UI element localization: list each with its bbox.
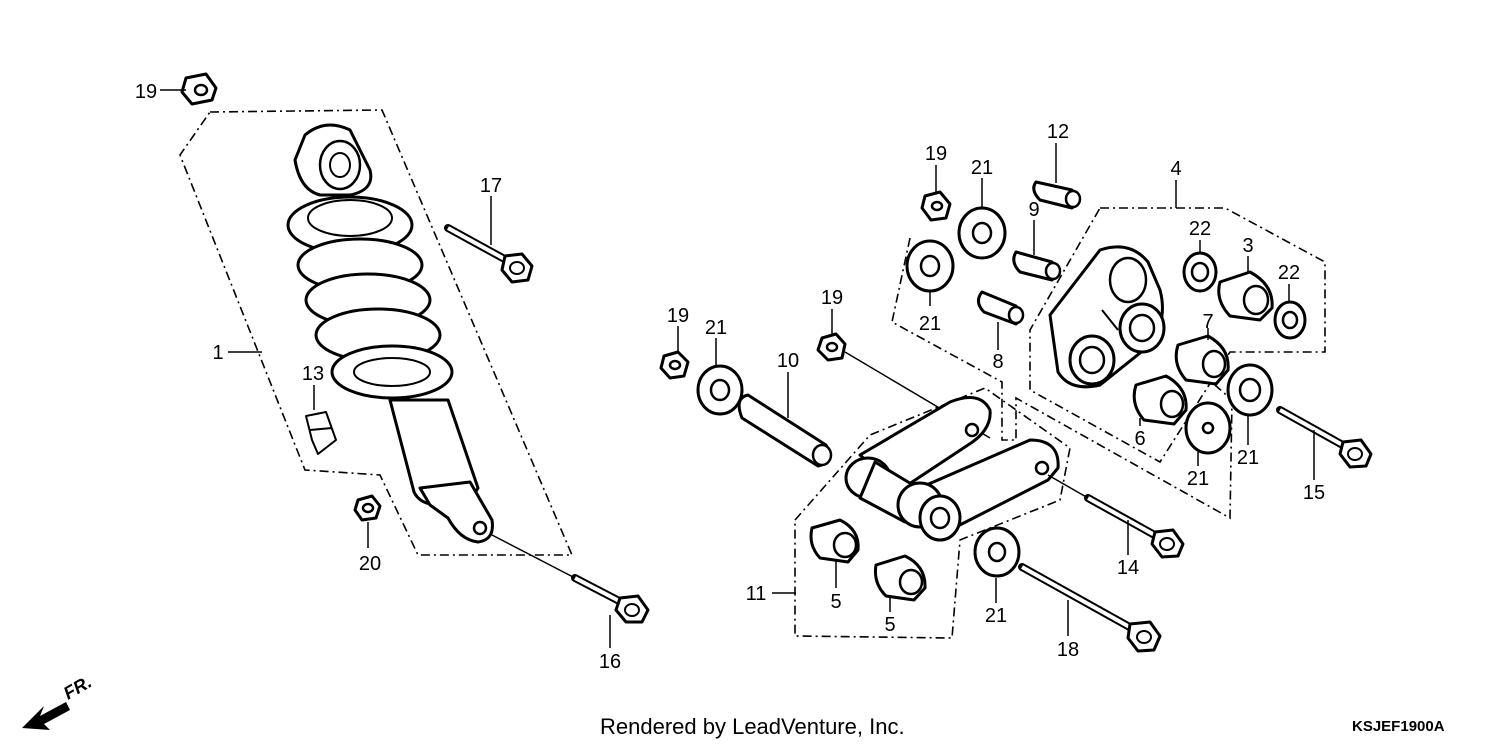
callout-9: 9 <box>1028 199 1039 221</box>
callout-21-right-lower: 21 <box>1187 468 1209 490</box>
seal-21-right-upper <box>1226 363 1274 417</box>
bolt-15 <box>1276 406 1373 469</box>
callout-19-top-left: 19 <box>135 81 157 103</box>
diagram-code: KSJEF1900A <box>1352 718 1445 735</box>
nut-19-center <box>816 332 847 362</box>
callout-12: 12 <box>1047 121 1069 143</box>
bolt-16 <box>571 574 650 624</box>
connecting-rod-4-outline <box>1029 207 1326 464</box>
collar-12 <box>1032 180 1082 210</box>
callout-leaders <box>160 89 1315 648</box>
collar-7 <box>1174 334 1230 386</box>
connecting-rod-4 <box>1048 245 1166 389</box>
callout-21-left-middle: 21 <box>705 317 727 339</box>
callout-8: 8 <box>992 351 1003 373</box>
front-label: FR. <box>60 672 95 704</box>
render-credit: Rendered by LeadVenture, Inc. <box>600 714 905 739</box>
seal-21-right-lower <box>1184 401 1232 455</box>
callout-17: 17 <box>480 175 502 197</box>
seal-21-upper-right <box>957 206 1007 260</box>
callout-7: 7 <box>1202 311 1213 333</box>
arm-assembly-outline <box>794 387 1071 639</box>
callout-4: 4 <box>1170 158 1181 180</box>
callout-19-upper: 19 <box>925 143 947 165</box>
seal-21-lower-middle <box>973 526 1021 578</box>
leader-shock-to-bolt-16 <box>491 534 576 579</box>
leader-arm-to-bolt-14 <box>1047 474 1089 499</box>
callout-19-center: 19 <box>821 287 843 309</box>
callout-18: 18 <box>1057 639 1079 661</box>
callout-3: 3 <box>1242 235 1253 257</box>
callout-22-right: 22 <box>1278 262 1300 284</box>
bolt-18 <box>1018 563 1162 653</box>
callout-21-upper-right: 21 <box>971 157 993 179</box>
nut-19-upper <box>920 190 952 222</box>
shock-assembly-outline <box>179 109 574 556</box>
label-13 <box>305 411 337 455</box>
collar-8 <box>977 290 1025 326</box>
callout-22-left: 22 <box>1189 218 1211 240</box>
collar-10 <box>737 393 833 468</box>
callout-16: 16 <box>599 651 621 673</box>
upper-link-outline <box>891 237 1233 520</box>
callout-21-lower-middle: 21 <box>985 605 1007 627</box>
bolt-14 <box>1084 494 1185 559</box>
callout-6: 6 <box>1134 428 1145 450</box>
callout-5-left: 5 <box>830 591 841 613</box>
callout-21-right-upper: 21 <box>1237 447 1259 469</box>
nut-20 <box>353 494 382 522</box>
callout-labels: 19 17 1 13 20 16 19 21 10 19 11 5 5 19 2… <box>135 81 1325 673</box>
collar-9 <box>1012 250 1062 282</box>
collar-3 <box>1217 270 1274 322</box>
rear-shock-absorber <box>286 123 494 544</box>
collar-5-left <box>809 518 860 564</box>
front-arrow-icon <box>22 702 70 730</box>
callout-5-right: 5 <box>884 614 895 636</box>
callout-15: 15 <box>1303 482 1325 504</box>
nut-19-left-middle <box>659 350 690 380</box>
bearing-22-right <box>1273 300 1307 340</box>
collar-6 <box>1132 374 1188 426</box>
seal-21-left-middle <box>696 364 744 416</box>
seal-21-upper-left <box>905 239 955 293</box>
callout-20: 20 <box>359 553 381 575</box>
collar-5-right <box>874 554 927 602</box>
nut-19-top-left <box>180 72 218 106</box>
callout-13: 13 <box>302 363 324 385</box>
cushion-arm-11 <box>844 396 1060 542</box>
callout-1: 1 <box>212 342 223 364</box>
callout-11: 11 <box>746 583 767 605</box>
front-direction-indicator: FR. <box>22 672 95 730</box>
callout-14: 14 <box>1117 557 1139 579</box>
bearing-22-left <box>1182 251 1218 293</box>
callout-10: 10 <box>777 350 799 372</box>
callout-21-upper-left: 21 <box>919 313 941 335</box>
bolt-17 <box>444 224 534 284</box>
callout-19-left-middle: 19 <box>667 305 689 327</box>
